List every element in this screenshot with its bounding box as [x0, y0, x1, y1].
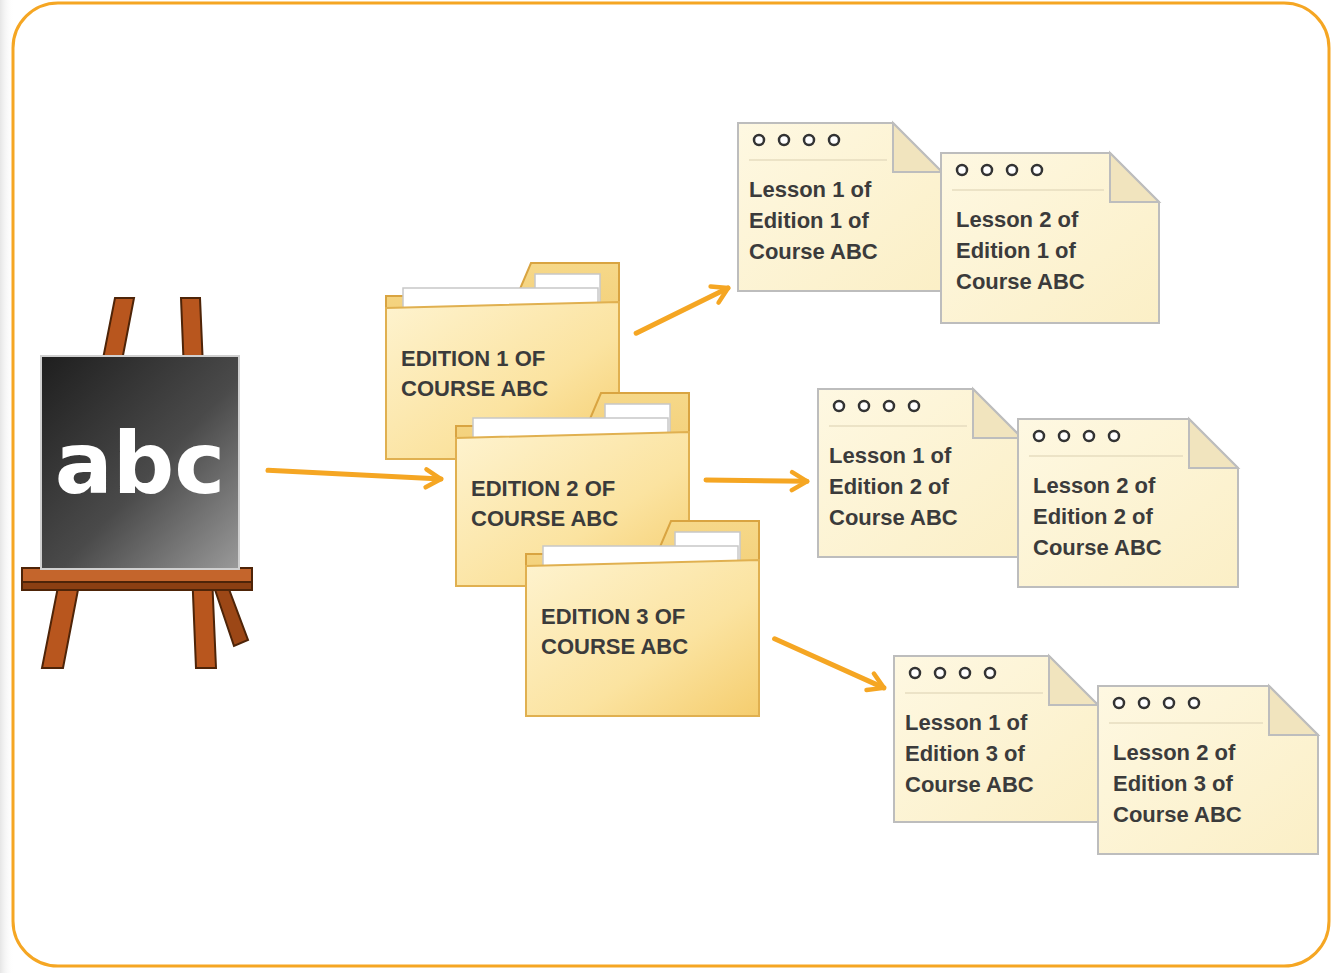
binder-hole	[1164, 698, 1174, 708]
lesson-label: Lesson 2 of Edition 3 of Course ABC	[1113, 737, 1293, 830]
binder-hole	[884, 401, 894, 411]
page-sheet	[941, 153, 1159, 323]
binder-hole	[1114, 698, 1124, 708]
folder-label: EDITION 2 OF COURSE ABC	[471, 474, 666, 534]
binder-hole	[804, 135, 814, 145]
binder-hole	[859, 401, 869, 411]
binder-hole	[1084, 431, 1094, 441]
lesson-page: Lesson 2 of Edition 3 of Course ABC	[1097, 685, 1319, 855]
flow-arrow	[775, 639, 884, 688]
lesson-label: Lesson 2 of Edition 1 of Course ABC	[956, 204, 1136, 297]
binder-hole	[909, 401, 919, 411]
flow-arrow	[636, 288, 728, 333]
binder-hole	[1189, 698, 1199, 708]
binder-hole	[957, 165, 967, 175]
frame-border	[13, 3, 1329, 966]
page-shape	[817, 388, 1023, 558]
ruled-line	[1029, 455, 1183, 457]
easel-ledge	[22, 568, 252, 582]
binder-hole	[985, 668, 995, 678]
page-sheet	[738, 123, 942, 291]
lesson-page: Lesson 2 of Edition 2 of Course ABC	[1017, 418, 1239, 588]
flow-arrow	[706, 480, 807, 481]
folder-front	[526, 560, 759, 716]
binder-hole	[1007, 165, 1017, 175]
board-letters: abc	[55, 420, 226, 506]
page-sheet	[894, 656, 1098, 822]
ruled-line	[749, 159, 887, 161]
page-fold	[1049, 656, 1098, 705]
folder-label: EDITION 1 OF COURSE ABC	[401, 344, 596, 404]
lesson-label: Lesson 1 of Edition 2 of Course ABC	[829, 440, 1009, 533]
lesson-label: Lesson 2 of Edition 2 of Course ABC	[1033, 470, 1213, 563]
lesson-label: Lesson 1 of Edition 3 of Course ABC	[905, 707, 1085, 800]
binder-hole	[779, 135, 789, 145]
binder-hole	[834, 401, 844, 411]
chalkboard: abc	[40, 355, 240, 570]
page-fold	[893, 123, 942, 172]
page-shape	[1097, 685, 1319, 855]
lesson-page: Lesson 2 of Edition 1 of Course ABC	[940, 152, 1160, 324]
edition-folder: EDITION 3 OF COURSE ABC	[525, 520, 760, 717]
page-sheet	[1018, 419, 1238, 587]
page-shape	[893, 655, 1099, 823]
flow-arrow	[268, 470, 441, 479]
ruled-line	[829, 425, 967, 427]
binder-hole	[1032, 165, 1042, 175]
page-fold	[1269, 686, 1318, 735]
binder-hole	[1034, 431, 1044, 441]
board-face	[41, 356, 239, 569]
page-fold	[1110, 153, 1159, 202]
binder-hole	[1059, 431, 1069, 441]
page-shape	[737, 122, 943, 292]
binder-hole	[1109, 431, 1119, 441]
binder-hole	[754, 135, 764, 145]
page-fold	[1189, 419, 1238, 468]
binder-hole	[982, 165, 992, 175]
ruled-line	[1109, 722, 1263, 724]
binder-hole	[1139, 698, 1149, 708]
page-shape	[1017, 418, 1239, 588]
folder-back	[526, 521, 759, 716]
binder-hole	[935, 668, 945, 678]
binder-hole	[910, 668, 920, 678]
folder-label: EDITION 3 OF COURSE ABC	[541, 602, 736, 662]
lesson-label: Lesson 1 of Edition 1 of Course ABC	[749, 174, 929, 267]
lesson-page: Lesson 1 of Edition 3 of Course ABC	[893, 655, 1099, 823]
page-fold	[973, 389, 1022, 438]
page-sheet	[1098, 686, 1318, 854]
ruled-line	[905, 692, 1043, 694]
binder-hole	[829, 135, 839, 145]
ruled-line	[952, 189, 1104, 191]
lesson-page: Lesson 1 of Edition 1 of Course ABC	[737, 122, 943, 292]
lesson-page: Lesson 1 of Edition 2 of Course ABC	[817, 388, 1023, 558]
page-sheet	[818, 389, 1022, 557]
easel-ledge-edge	[22, 582, 252, 590]
binder-hole	[960, 668, 970, 678]
